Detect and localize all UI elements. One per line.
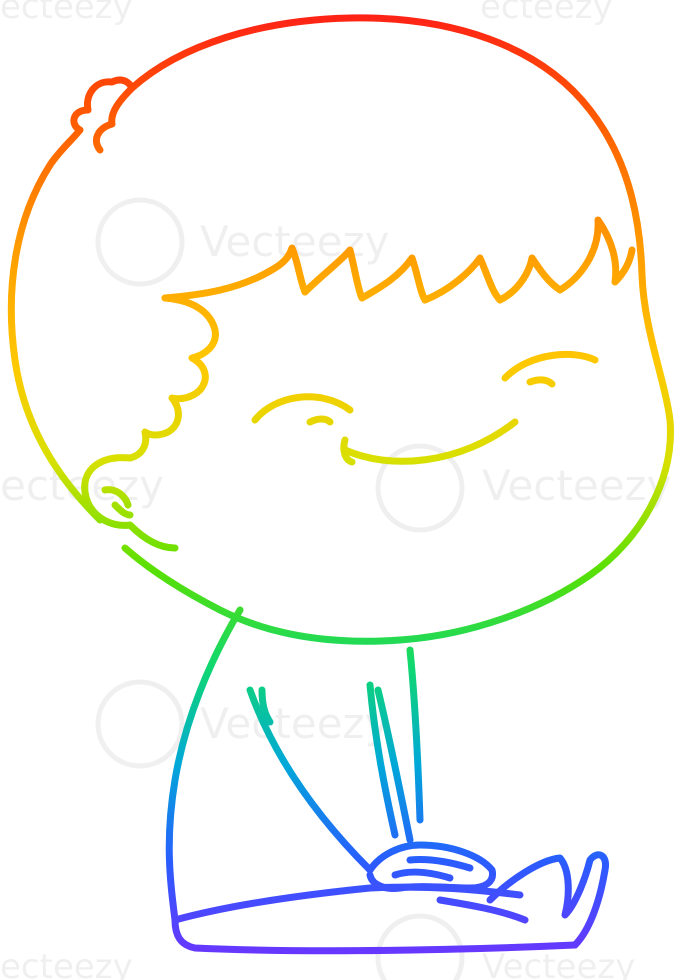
hair-fringe (161, 216, 636, 304)
right-eye (501, 350, 599, 382)
ear-inner (101, 486, 132, 509)
watermark-text-row3: Vecteezy (200, 699, 389, 748)
bottom-outline (171, 916, 579, 955)
ear-inner (111, 501, 134, 519)
watermark-logo-icon (95, 197, 185, 287)
head-outline (7, 14, 674, 645)
watermark-text-top-right: ecteezy (480, 0, 613, 27)
watermark-text-bottom-right: Vecteezy (482, 947, 635, 980)
hair-tuft (93, 84, 136, 154)
feet (486, 851, 610, 949)
arm-right-inner (374, 686, 414, 844)
body-right (406, 646, 424, 824)
watermark-text-top-left: ecteezy (0, 0, 133, 27)
arm-left-inner (258, 686, 274, 726)
watermark-text-bottom-left: ecteezy (0, 947, 133, 980)
watermark-logo-icon (375, 443, 465, 533)
leg-fold (436, 896, 529, 924)
watermark-text-row2-right: Vecteezy (482, 461, 671, 510)
boy-line-art (7, 14, 674, 955)
hand-fingers (406, 856, 474, 872)
arm-right (366, 681, 399, 839)
ear (81, 454, 179, 552)
arm-left (246, 686, 374, 874)
watermark-logo-icon (375, 913, 465, 980)
smile (341, 418, 519, 465)
hands (366, 841, 497, 892)
smile-corner (340, 436, 356, 466)
body-left (165, 606, 244, 924)
hand-fingers (391, 868, 454, 882)
left-eye-lid (306, 415, 334, 426)
right-eye-lid (526, 376, 556, 388)
lap (171, 883, 524, 924)
left-eye (251, 393, 354, 424)
hair-side-curls (126, 294, 219, 462)
watermark-logo-icon (95, 679, 185, 769)
